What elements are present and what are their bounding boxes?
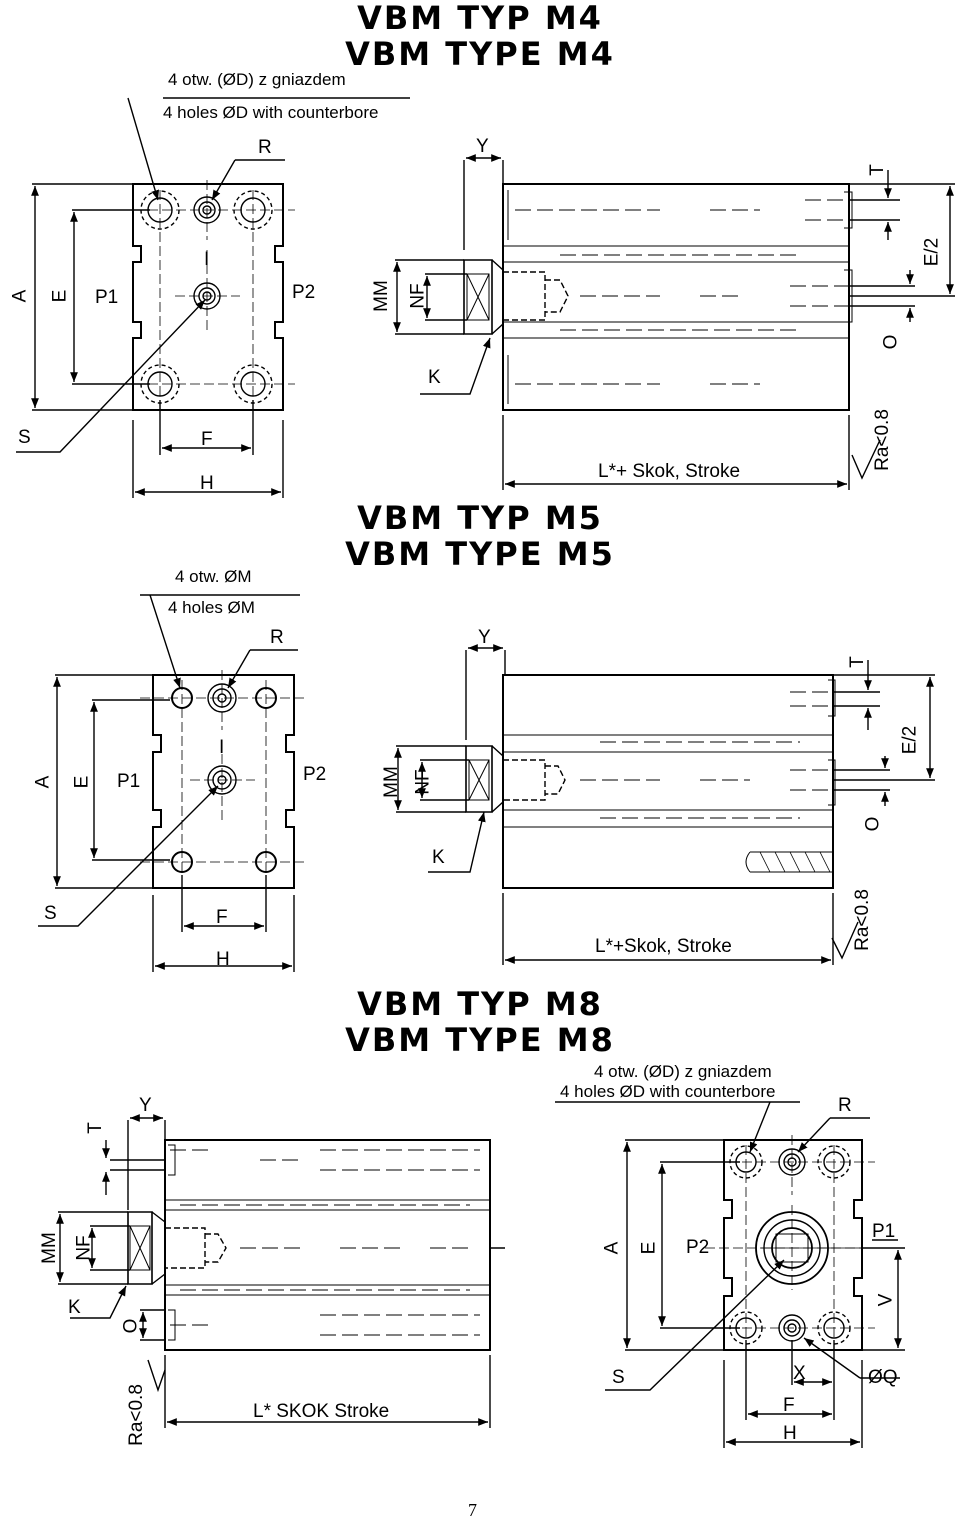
m5-label-E: E: [71, 775, 93, 789]
m8-label-X: X: [793, 1363, 806, 1384]
m5-label-H: H: [216, 949, 230, 970]
m4-label-R: R: [258, 137, 272, 158]
m5-label-K: K: [432, 847, 445, 868]
m8-title: VBM TYP M8 VBM TYPE M8: [300, 986, 660, 1058]
m5-label-O: O: [862, 816, 884, 832]
m5-label-I: I: [219, 737, 225, 758]
m5-title: VBM TYP M5 VBM TYPE M5: [300, 500, 660, 572]
m4-label-T: T: [866, 164, 888, 176]
m8-label-NF: NF: [73, 1235, 95, 1261]
m8-label-H: H: [783, 1423, 797, 1444]
m5-label-NF: NF: [412, 769, 434, 795]
m4-label-S: S: [18, 427, 31, 448]
m4-roughness: Ra<0.8: [871, 409, 893, 471]
m8-label-K: K: [68, 1297, 81, 1318]
m5-label-A: A: [32, 775, 54, 789]
m8-note-pl: 4 otw. (ØD) z gniazdem: [594, 1062, 772, 1081]
m5-label-F: F: [216, 907, 228, 928]
m5-stroke-label: L*+Skok, Stroke: [595, 936, 732, 957]
m4-stroke-label: L*+ Skok, Stroke: [598, 461, 741, 482]
m8-label-V: V: [875, 1293, 897, 1307]
m4-label-P2: P2: [292, 282, 316, 303]
m8-label-T: T: [84, 1122, 106, 1134]
m5-label-Y: Y: [478, 627, 491, 648]
m4-label-Y: Y: [476, 136, 489, 157]
m4-front-view: [16, 97, 410, 498]
m5-label-E2: E/2: [899, 725, 921, 755]
m5-label-S: S: [44, 903, 57, 924]
m8-stroke-label: L* SKOK Stroke: [253, 1401, 390, 1422]
m4-title-en: VBM TYPE M4: [345, 35, 615, 73]
m4-title-pl: VBM TYP M4: [357, 0, 603, 37]
m8-front-view: [555, 1101, 905, 1448]
m4-label-O: O: [880, 334, 902, 350]
m4-note-pl: 4 otw. (ØD) z gniazdem: [168, 70, 346, 89]
page-number: 7: [468, 1500, 477, 1520]
m4-label-NF: NF: [407, 283, 429, 309]
m8-title-pl: VBM TYP M8: [357, 985, 603, 1023]
m5-label-R: R: [270, 627, 284, 648]
m8-roughness: Ra<0.8: [125, 1384, 147, 1446]
m8-label-O: O: [120, 1318, 142, 1334]
m5-note-pl: 4 otw. ØM: [175, 567, 252, 586]
m4-label-K: K: [428, 367, 441, 388]
m8-label-A: A: [601, 1241, 623, 1255]
m4-label-F: F: [201, 429, 213, 450]
m4-title: VBM TYP M4 VBM TYPE M4: [300, 0, 660, 72]
m8-label-S: S: [612, 1367, 625, 1388]
m8-label-F: F: [783, 1395, 795, 1416]
m8-side-view: [56, 1114, 505, 1428]
m8-label-Q: ØQ: [868, 1367, 898, 1388]
m5-side-view: [394, 644, 935, 965]
m4-label-MM: MM: [370, 280, 392, 312]
m5-title-pl: VBM TYP M5: [357, 499, 603, 537]
m4-label-A: A: [9, 289, 31, 303]
m8-label-R: R: [838, 1095, 852, 1116]
m8-label-Y: Y: [139, 1095, 152, 1116]
m8-label-E: E: [638, 1241, 660, 1255]
m4-label-I: I: [204, 249, 210, 270]
m8-label-P2: P2: [686, 1237, 710, 1258]
m8-title-en: VBM TYPE M8: [345, 1021, 615, 1059]
m5-label-MM: MM: [380, 766, 402, 798]
m4-label-E2: E/2: [921, 237, 943, 267]
m8-note-en: 4 holes ØD with counterbore: [560, 1082, 776, 1101]
m4-label-H: H: [200, 473, 214, 494]
m4-label-P1: P1: [95, 287, 119, 308]
m4-label-E: E: [49, 289, 71, 303]
m5-roughness: Ra<0.8: [851, 889, 873, 951]
m5-title-en: VBM TYPE M5: [345, 535, 615, 573]
m5-label-P2: P2: [303, 764, 327, 785]
m4-note-en: 4 holes ØD with counterbore: [163, 103, 379, 122]
m4-side-view: [393, 154, 955, 490]
m5-front-view: [38, 594, 305, 972]
m5-note-en: 4 holes ØM: [168, 598, 255, 617]
m8-label-P1: P1: [872, 1221, 896, 1242]
m8-label-MM: MM: [38, 1232, 60, 1264]
m5-label-P1: P1: [117, 771, 141, 792]
m5-label-T: T: [846, 656, 868, 668]
